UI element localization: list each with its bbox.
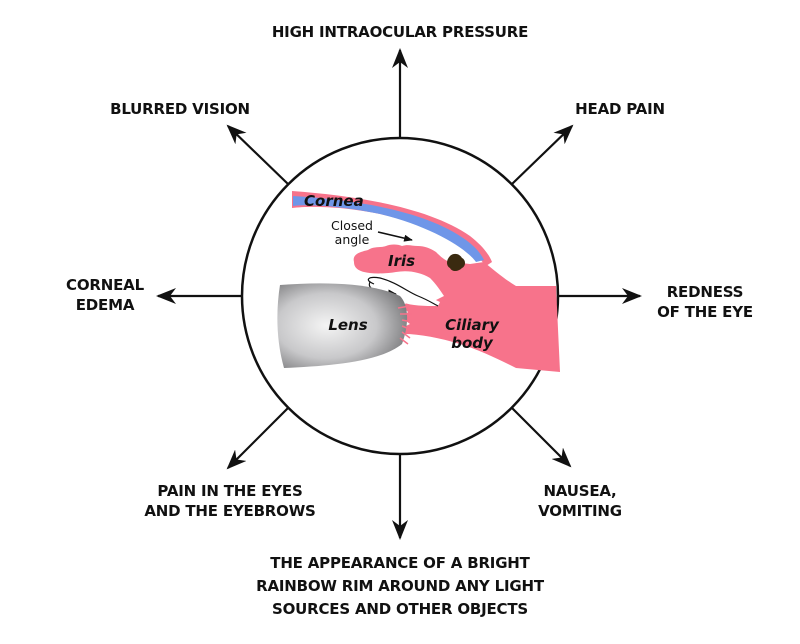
aqueous-flow-arrow: [367, 276, 439, 307]
eye-cross-section: Cornea Closed angle Iris Lens Ciliary bo…: [277, 191, 560, 372]
symptom-text-line: OF THE EYE: [657, 303, 753, 321]
trabecular-deposit: [447, 253, 465, 271]
symptom-label-left: CORNEAL EDEMA: [40, 275, 170, 315]
lens-shape: [277, 283, 408, 368]
ciliary-body-label-line2: body: [451, 334, 494, 352]
symptom-arrows: [156, 48, 642, 540]
arrow-top-right: [511, 124, 574, 185]
symptom-text-line: REDNESS: [666, 283, 744, 301]
symptom-text-line: PAIN IN THE EYES: [157, 482, 303, 500]
arrow-bottom-left: [226, 407, 289, 470]
symptom-label-top-left: BLURRED VISION: [90, 99, 270, 119]
posterior-chamber-gap: [361, 274, 440, 306]
symptom-text-line: HEAD PAIN: [575, 100, 665, 118]
symptom-label-top-right: HEAD PAIN: [520, 99, 720, 119]
symptom-text-line: NAUSEA,: [543, 482, 617, 500]
symptom-label-bottom-left: PAIN IN THE EYES AND THE EYEBROWS: [120, 481, 340, 521]
closed-angle-label-line2: angle: [335, 232, 370, 247]
iris-ciliary-tissue: [353, 244, 560, 372]
ciliary-body-label-line1: Ciliary: [445, 316, 500, 334]
symptom-text-line: BLURRED VISION: [110, 100, 250, 118]
symptom-label-bottom: THE APPEARANCE OF A BRIGHT RAINBOW RIM A…: [200, 552, 600, 621]
iris-label: Iris: [388, 252, 415, 270]
symptom-text-line: HIGH INTRAOCULAR PRESSURE: [271, 23, 529, 41]
symptom-label-right: REDNESS OF THE EYE: [620, 282, 790, 322]
cornea-band: [293, 196, 484, 262]
symptom-label-top: HIGH INTRAOCULAR PRESSURE: [0, 22, 800, 42]
symptom-text-line: SOURCES AND OTHER OBJECTS: [271, 600, 528, 618]
arrow-top-left: [226, 124, 289, 185]
symptom-text-line: VOMITING: [538, 502, 622, 520]
symptom-text-line: THE APPEARANCE OF A BRIGHT: [270, 554, 530, 572]
symptom-label-bottom-right: NAUSEA, VOMITING: [500, 481, 660, 521]
symptom-text-line: EDEMA: [75, 296, 135, 314]
lens-label: Lens: [328, 316, 367, 334]
symptom-text-line: AND THE EYEBROWS: [144, 502, 316, 520]
symptom-text-line: CORNEAL: [66, 276, 144, 294]
zonule-fibers: [397, 305, 413, 345]
closed-angle-label-line1: Closed: [331, 218, 373, 233]
symptom-text-line: RAINBOW RIM AROUND ANY LIGHT: [256, 577, 544, 595]
closed-angle-arrow: [377, 231, 413, 242]
arrow-bottom-right: [511, 407, 572, 468]
cornea-label: Cornea: [304, 192, 364, 210]
